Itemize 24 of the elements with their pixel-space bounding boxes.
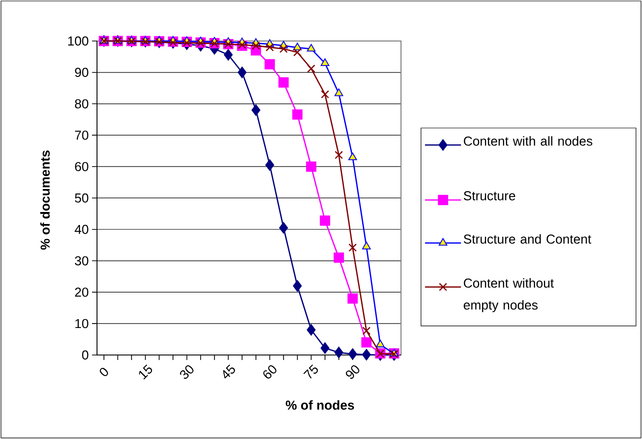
- legend-text: Structure: [464, 191, 516, 200]
- tick-label: 30: [180, 365, 194, 379]
- tick-label: 100: [68, 36, 88, 46]
- axis-title: % of nodes: [286, 400, 354, 410]
- legend-text: Content with all nodes: [464, 136, 592, 146]
- tick-label: 50: [74, 193, 88, 203]
- tick-label: 80: [74, 99, 88, 108]
- tick-label: 0: [100, 368, 108, 376]
- tick-label: 15: [139, 364, 152, 380]
- axis-title: % of documents: [40, 150, 50, 250]
- legend-text: Content without empty nodes: [464, 278, 554, 312]
- tick-label: 90: [346, 365, 360, 379]
- tick-label: 40: [74, 224, 88, 234]
- tick-label: 60: [75, 162, 88, 172]
- tick-label: 60: [263, 365, 276, 379]
- tick-label: 10: [75, 319, 88, 328]
- tick-label: 30: [74, 256, 88, 266]
- tick-label: 20: [75, 288, 88, 297]
- tick-label: 45: [223, 364, 235, 379]
- tick-label: 0: [82, 350, 88, 360]
- legend-text: Structure and Content: [464, 234, 592, 244]
- tick-label: 90: [75, 68, 88, 77]
- tick-label: 70: [75, 130, 88, 140]
- tick-label: 75: [303, 364, 318, 379]
